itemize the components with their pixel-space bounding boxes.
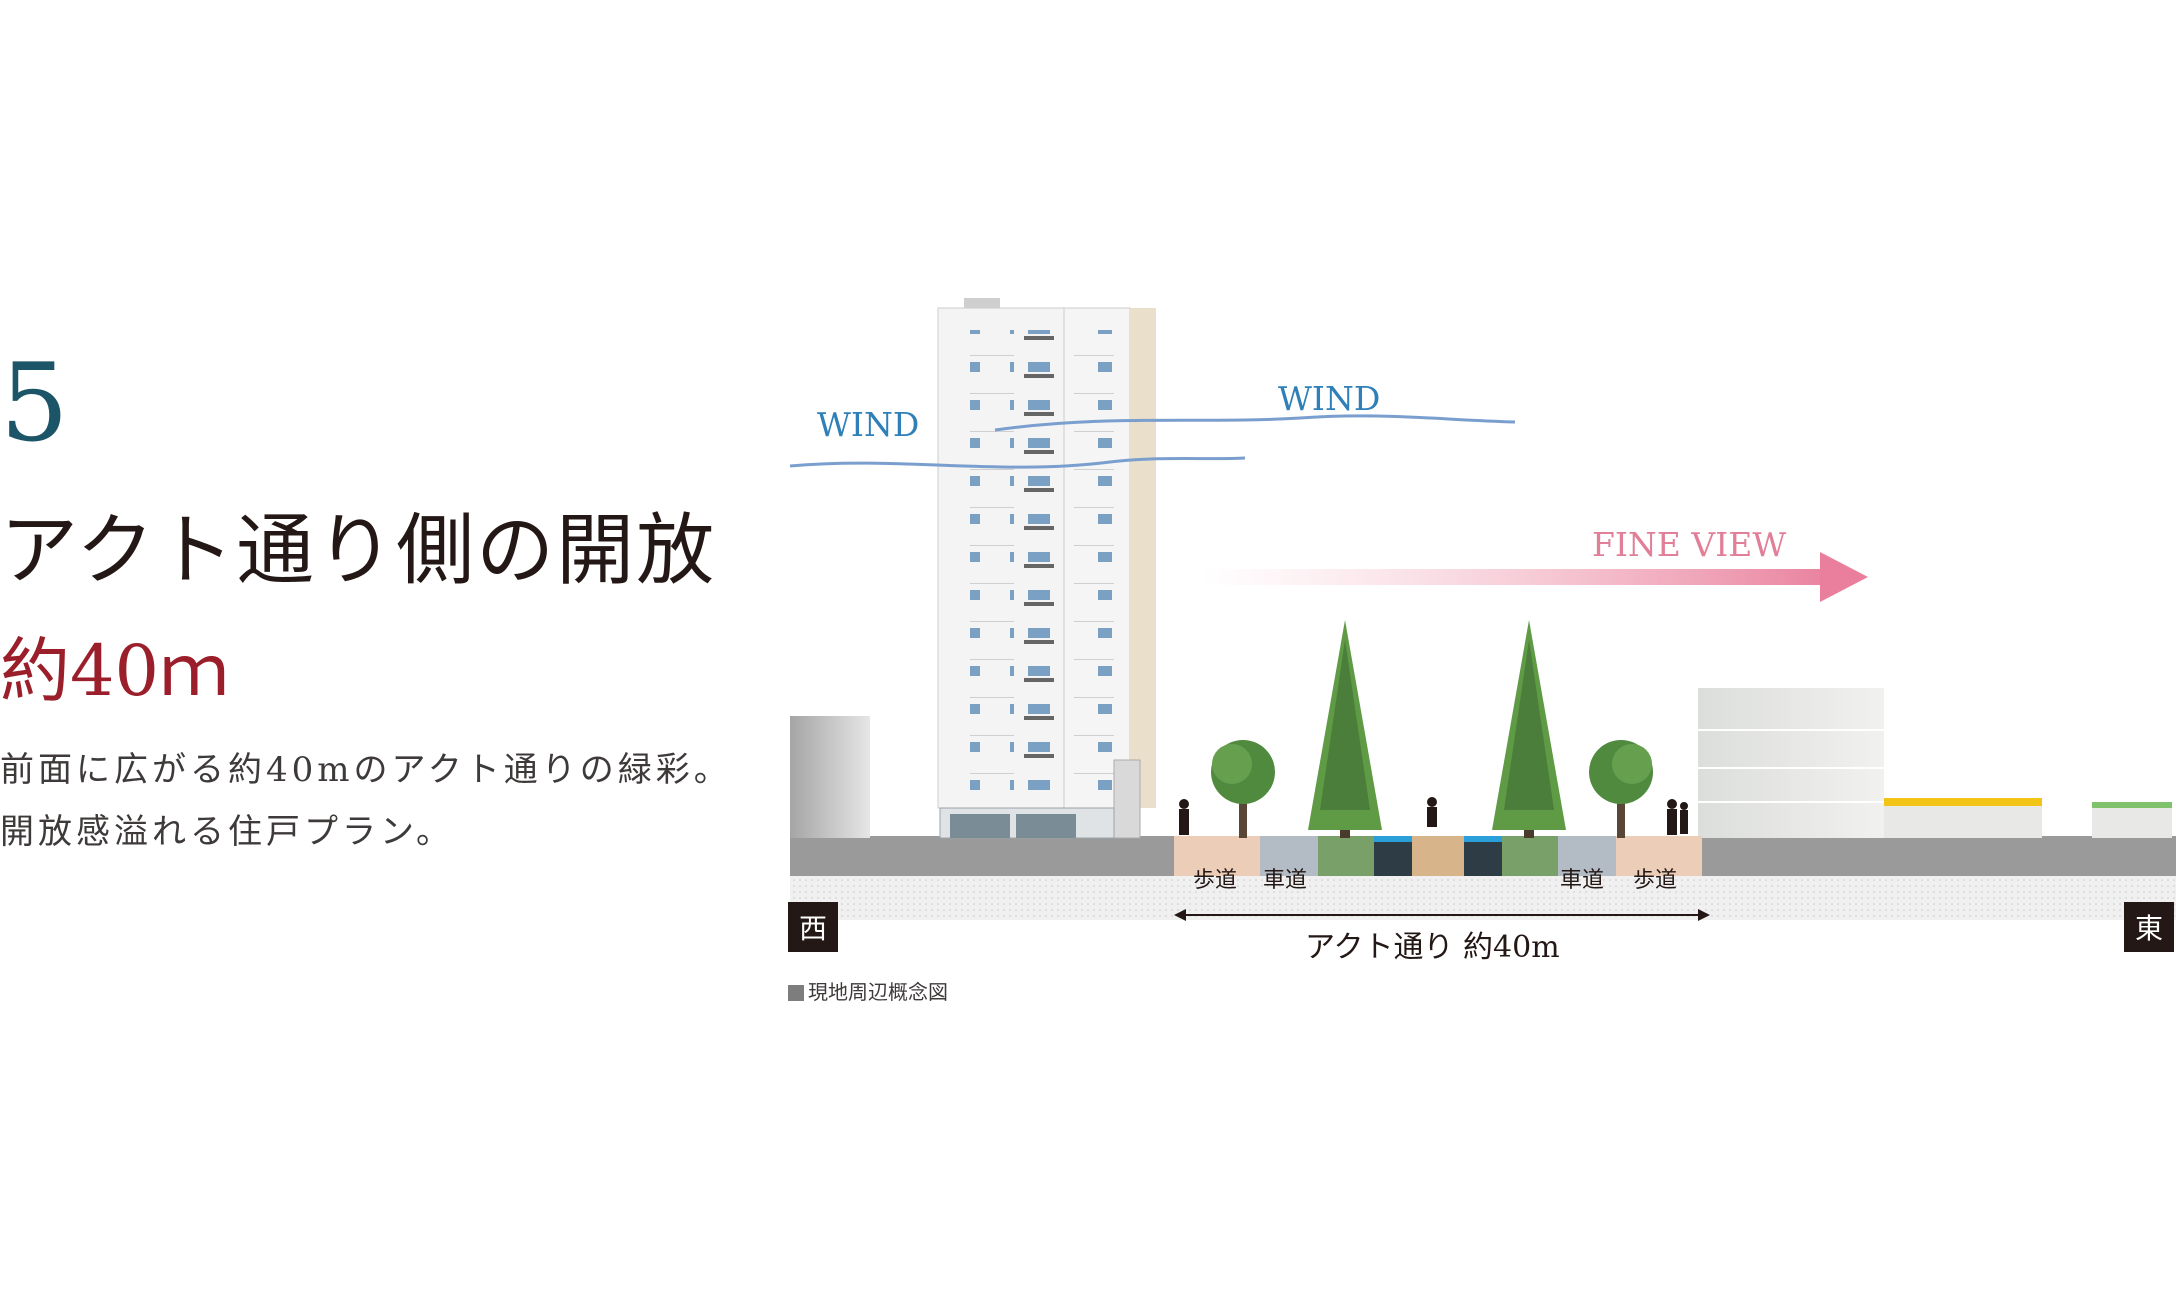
diagram-caption: 現地周辺概念図 [788, 982, 948, 1002]
section-title: アクト通り側の開放 [0, 506, 717, 596]
pedestrians [1179, 797, 1688, 835]
west-neighbor-building [790, 716, 870, 838]
east-direction-badge: 東 [2124, 902, 2174, 952]
description-line-2: 開放感溢れる住戸プラン。 [0, 812, 454, 852]
fine-view-label: FINE VIEW [1592, 525, 1787, 564]
carriageway-east-label: 車道 [1560, 868, 1605, 893]
street-trees [1211, 620, 1653, 838]
wind-line-2 [994, 414, 1516, 432]
east-low-building-yellow [1884, 800, 2042, 838]
diagram-artwork [789, 298, 2176, 921]
street-span-label: アクト通り 約40m [1305, 930, 1560, 965]
wind-label-west: WIND [817, 405, 920, 444]
sidewalk-east-label: 歩道 [1633, 868, 1678, 893]
east-low-building-green [2092, 804, 2172, 838]
west-direction-badge: 西 [788, 902, 838, 952]
caption-square-icon [788, 985, 804, 1001]
caption-text: 現地周辺概念図 [808, 980, 948, 1004]
section-number: 5 [0, 341, 69, 466]
road-cross-section [1174, 836, 1702, 876]
wind-line-1 [789, 456, 1246, 469]
sidewalk-west-label: 歩道 [1193, 868, 1238, 893]
distance-heading: 約40ｍ [0, 630, 230, 712]
street-section-diagram: WIND WIND FINE VIEW 歩道 車道 車道 歩道 アクト通り 約4… [780, 290, 2176, 1030]
fine-view-arrow [1200, 569, 1840, 585]
east-neighbor-building [1698, 688, 1884, 838]
description-line-1: 前面に広がる約40mのアクト通りの緑彩。 [0, 750, 732, 790]
carriageway-west-label: 車道 [1263, 868, 1308, 893]
main-tower [937, 298, 1156, 839]
wind-label-east: WIND [1278, 379, 1381, 418]
